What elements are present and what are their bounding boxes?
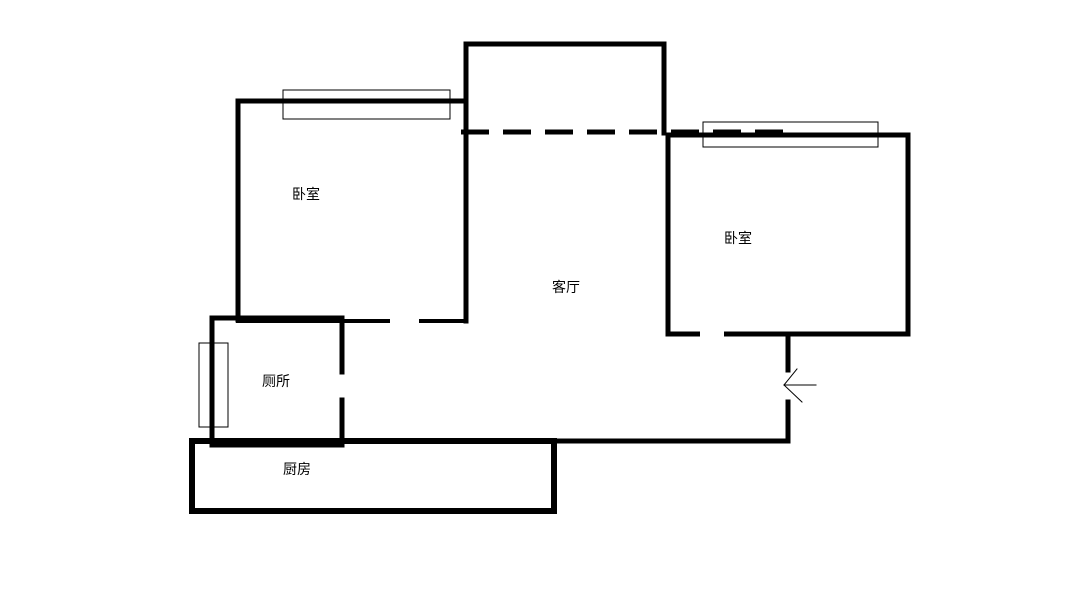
window-bathroom <box>198 342 229 428</box>
wall-entrance-b <box>467 399 791 444</box>
label-bedroom-left: 卧室 <box>292 187 320 203</box>
wall-bedroom-right <box>665 132 911 337</box>
label-living-room: 客厅 <box>552 280 580 296</box>
wall-kitchen <box>189 438 557 514</box>
label-bedroom-right: 卧室 <box>724 231 752 247</box>
entrance-arrow-icon <box>783 368 817 403</box>
label-kitchen: 厨房 <box>283 462 311 478</box>
window-bedroom-right <box>702 121 879 148</box>
wall-bedroom-left <box>235 98 469 323</box>
window-bedroom-left <box>282 89 451 120</box>
wall-balcony <box>463 41 667 136</box>
wall-bathroom <box>209 315 345 448</box>
label-bathroom: 厕所 <box>262 374 290 390</box>
